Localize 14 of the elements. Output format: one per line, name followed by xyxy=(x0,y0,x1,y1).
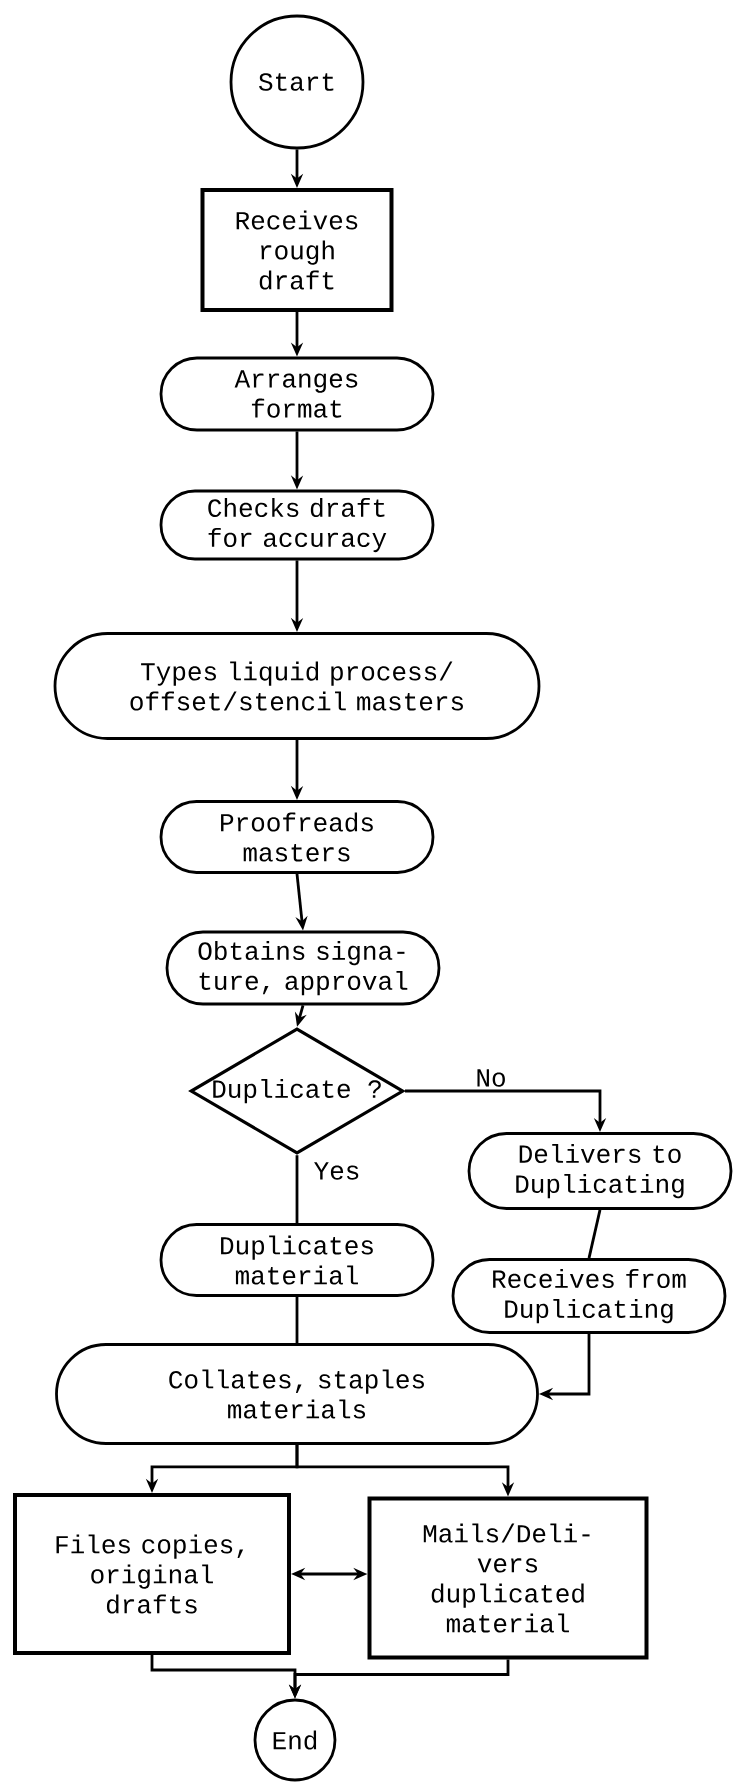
rounded-box: Arranges format xyxy=(159,356,435,432)
rounded-box: Receives from Duplicating xyxy=(451,1258,727,1334)
rounded-box: Collates, staples materials xyxy=(55,1343,539,1445)
edge-label: No xyxy=(473,1067,509,1089)
process-box: Mails/Deli- vers duplicated material xyxy=(367,1496,649,1660)
rounded-box: Proofreads masters xyxy=(159,800,435,874)
rounded-box: Duplicates material xyxy=(159,1223,435,1297)
edge-label: Yes xyxy=(311,1160,363,1182)
rounded-box: Obtains signa- ture, approval xyxy=(165,930,441,1006)
rounded-box: Checks draft for accuracy xyxy=(159,489,435,561)
process-box: Files copies, original drafts xyxy=(13,1493,291,1655)
process-box: Receives rough draft xyxy=(200,188,394,312)
rounded-box: Types liquid process/ offset/stencil masters xyxy=(53,632,541,740)
rounded-box: Delivers to Duplicating xyxy=(467,1132,733,1210)
